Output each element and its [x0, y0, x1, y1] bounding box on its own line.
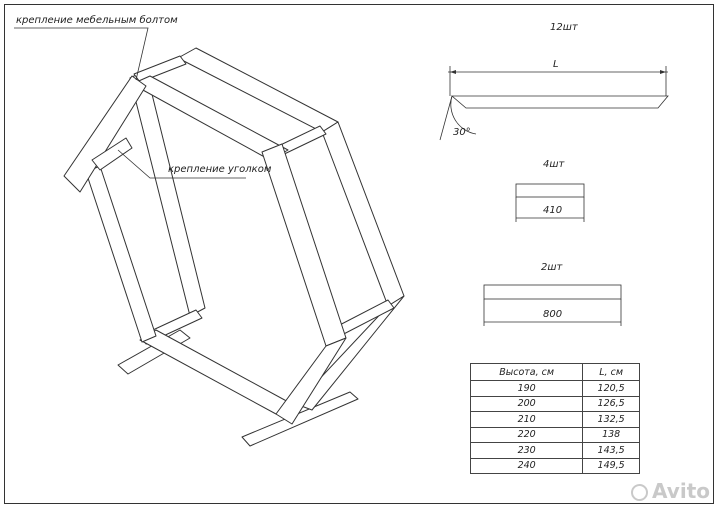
header-height: Высота, см — [469, 363, 584, 381]
part3-dim: 800 — [543, 309, 563, 320]
roof-board — [63, 75, 147, 193]
front-post-right — [261, 143, 347, 347]
back-post-right — [321, 121, 405, 307]
back-beam-bottom-right — [295, 295, 405, 411]
front-post-left — [85, 165, 157, 343]
part3-qty: 2шт — [541, 262, 563, 273]
drawing-frame — [4, 4, 714, 504]
avito-logo-icon — [631, 484, 649, 501]
corner-note: крепление уголком — [168, 164, 272, 175]
corner-bracket — [91, 137, 133, 171]
part-board-800 — [483, 284, 622, 300]
cell-length: 126,5 — [582, 395, 640, 412]
cell-height: 220 — [469, 426, 584, 443]
part-board-L — [450, 95, 669, 109]
cell-length: 132,5 — [582, 411, 640, 428]
part1-dim: L — [553, 59, 559, 70]
cell-height: 200 — [469, 395, 584, 412]
front-beam-bottom — [139, 329, 293, 415]
cell-height: 210 — [469, 411, 584, 428]
bolt-note: крепление мебельным болтом — [16, 15, 178, 26]
part1-angle: 30° — [453, 127, 471, 138]
cell-height: 230 — [469, 442, 584, 459]
cell-length: 120,5 — [582, 380, 640, 397]
corner-leader — [117, 149, 246, 179]
rail-top-left — [133, 55, 187, 83]
part2-dim: 410 — [543, 205, 563, 216]
table-header-row: Высота, см L, см — [469, 363, 640, 381]
cell-length: 138 — [582, 426, 640, 443]
cell-length: 143,5 — [582, 442, 640, 459]
part1-qty: 12шт — [550, 22, 578, 33]
header-length: L, см — [582, 363, 640, 381]
front-diagonal-right — [275, 337, 347, 425]
watermark-text: Avito — [652, 479, 710, 503]
part2-qty: 4шт — [543, 159, 565, 170]
avito-watermark: Avito — [631, 479, 710, 503]
front-beam-top — [131, 75, 289, 161]
cell-length: 149,5 — [582, 457, 640, 474]
cell-height: 190 — [469, 380, 584, 397]
bolt-leader — [14, 27, 149, 81]
part-board-410 — [515, 183, 585, 198]
cell-height: 240 — [469, 457, 584, 474]
